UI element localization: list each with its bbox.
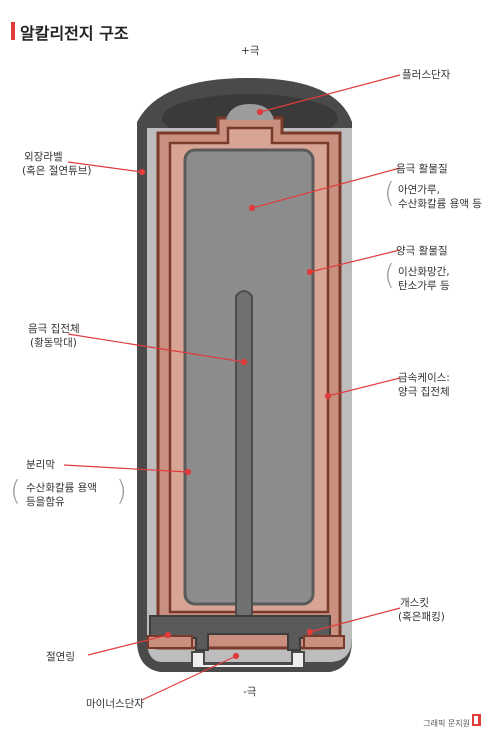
separator-sub1: 수산화칼륨 용액 [26,482,97,494]
anode-active-sub1: 아연가루, [398,184,440,196]
anode-active-sub2: 수산화칼륨 용액 등 [398,198,482,210]
anode-active-label: 음극 활물질 [396,163,448,175]
leader-lines [63,74,401,701]
cathode-active-paren: ( [384,258,395,291]
outer-label-label-2: (혹은 절연튜브) [22,165,92,177]
title-accent-bar [11,22,15,40]
cathode-active-sub2: 탄소가루 등 [398,280,450,292]
outer-label-label: 외장라벨 [24,151,63,163]
anode-collector-rod [235,290,253,619]
anode-active-paren: ( [384,176,395,209]
separator-sub2: 등을함유 [26,496,65,508]
anode-collector-label-2: (황동막대) [30,337,77,349]
cathode-active-label: 양극 활물질 [396,245,448,257]
publisher-logo-icon [472,714,481,726]
negative-terminal-label: -극 [243,686,257,698]
cathode-active-sub1: 이산화망간, [398,266,450,278]
metal-case-label: 금속케이스: [398,372,450,384]
insulation-ring-shape-right [303,635,345,649]
insulation-ring-label: 절연링 [46,651,75,663]
separator-paren-right: ) [116,474,127,507]
positive-terminal-label: +극 [241,45,260,57]
page-title: 알칼리전지 구조 [20,24,129,43]
plus-terminal-shape [226,104,274,120]
anode-collector-label: 음극 집전체 [28,323,80,335]
plus-terminal-label: 플러스단자 [402,69,451,81]
gasket-label: 개스킷 [400,597,429,609]
separator-label: 분리막 [26,459,55,471]
graphic-credit: 그래픽 문지원 [423,719,470,728]
metal-case-label-2: 양극 집전체 [398,386,450,398]
minus-terminal-label: 마이너스단자 [86,698,144,710]
gasket-label-2: (혹은패킹) [398,611,445,623]
separator-paren-left: ( [10,474,21,507]
